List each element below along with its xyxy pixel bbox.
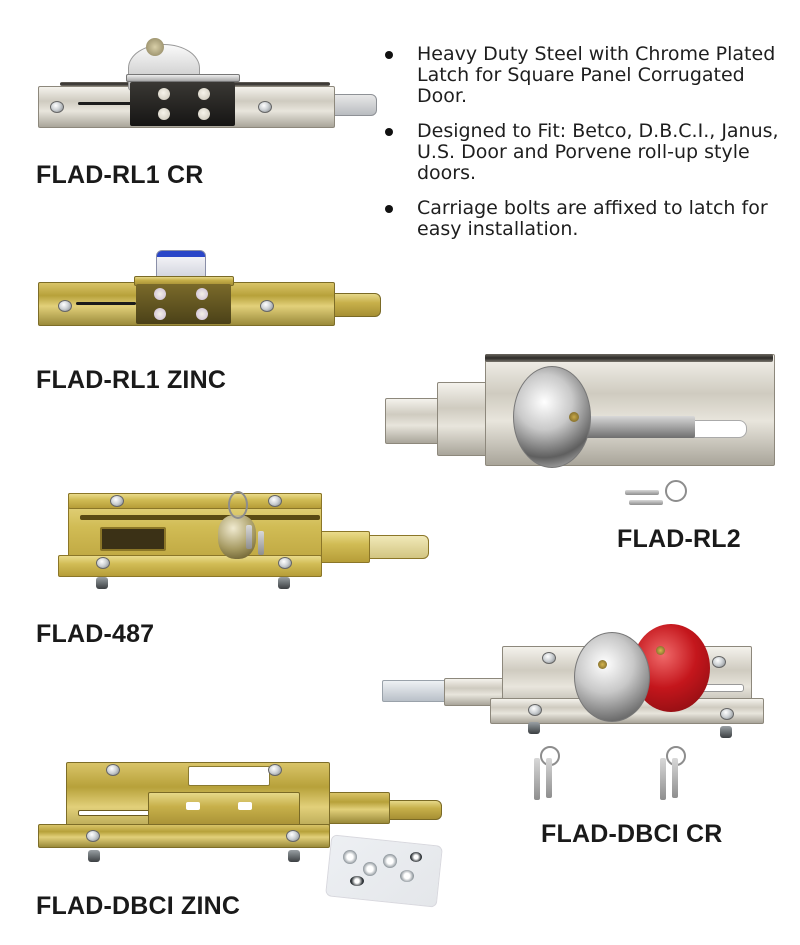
slide-slot	[76, 302, 136, 305]
screw-icon	[58, 300, 72, 312]
bullet-icon	[385, 205, 393, 213]
product-image-flad-rl1-zinc	[38, 250, 383, 330]
product-label: FLAD-RL2	[617, 525, 741, 553]
key-icon	[258, 531, 264, 555]
carriage-bolt	[96, 577, 108, 589]
cutout	[100, 527, 166, 551]
chrome-disc-padlock	[574, 632, 650, 722]
product-label: FLAD-RL1 ZINC	[36, 366, 227, 394]
screw-icon	[712, 656, 726, 668]
screw-icon	[528, 704, 542, 716]
screw-icon	[542, 652, 556, 664]
key-icon	[629, 500, 663, 505]
washer-icon	[363, 862, 377, 876]
screw-icon	[106, 764, 120, 776]
back-rail	[68, 493, 322, 509]
screw-icon	[286, 830, 300, 842]
screw-icon	[86, 830, 100, 842]
key-ring-icon	[665, 480, 687, 502]
screw-icon	[268, 495, 282, 507]
product-image-flad-rl1-cr	[38, 36, 383, 131]
screw-icon	[260, 300, 274, 312]
key-icon	[246, 525, 252, 549]
shackle-icon	[228, 491, 248, 519]
hasp-bracket	[130, 82, 235, 126]
product-label: FLAD-DBCI ZINC	[36, 892, 241, 920]
hasp-slot	[186, 802, 200, 810]
product-image-flad-dbci-cr	[382, 616, 772, 806]
slide-slot	[80, 515, 320, 520]
product-label: FLAD-RL1 CR	[36, 161, 204, 189]
product-label: FLAD-DBCI CR	[541, 820, 723, 848]
keyhole-icon	[598, 660, 607, 669]
keyhole-icon	[656, 646, 665, 655]
front-rail	[58, 555, 322, 577]
product-label: FLAD-487	[36, 620, 155, 648]
slide-slot	[78, 810, 150, 816]
feature-item: Carriage bolts are affixed to latch for …	[385, 198, 785, 240]
slide-slot	[78, 102, 138, 105]
carriage-bolt	[720, 726, 732, 738]
hasp-top	[126, 74, 240, 82]
product-image-flad-487	[40, 485, 430, 595]
cutout	[188, 766, 270, 786]
carriage-bolt	[288, 850, 300, 862]
key-icon	[672, 758, 678, 798]
washer-icon	[350, 876, 364, 886]
washer-icon	[400, 870, 414, 882]
carriage-bolt	[88, 850, 100, 862]
bolt-hole	[154, 288, 166, 300]
hasp-bar	[565, 416, 695, 438]
screw-icon	[720, 708, 734, 720]
bolt-hole	[198, 108, 210, 120]
screw-icon	[278, 557, 292, 569]
feature-item: Designed to Fit: Betco, D.B.C.I., Janus,…	[385, 121, 785, 184]
bolt-hole	[158, 88, 170, 100]
plate-edge	[485, 354, 773, 362]
latch-bar	[382, 680, 450, 702]
bolt-hole	[198, 88, 210, 100]
bolt-hole	[196, 288, 208, 300]
bolt-hole	[158, 108, 170, 120]
bullet-icon	[385, 128, 393, 136]
hasp-slot	[238, 802, 252, 810]
carriage-bolt	[278, 577, 290, 589]
product-image-flad-dbci-zinc	[38, 758, 448, 908]
feature-item: Heavy Duty Steel with Chrome Plated Latc…	[385, 44, 785, 107]
bolt-hole	[196, 308, 208, 320]
hasp-bracket	[136, 284, 231, 324]
disc-padlock	[513, 366, 591, 468]
washer-icon	[410, 852, 422, 862]
screw-icon	[258, 101, 272, 113]
bolt-hole	[154, 308, 166, 320]
hasp-bracket	[148, 792, 300, 828]
hardware-bag	[325, 834, 443, 908]
carriage-bolt	[528, 722, 540, 734]
screw-icon	[110, 495, 124, 507]
key-icon	[660, 758, 666, 800]
washer-icon	[343, 850, 357, 864]
feature-list: Heavy Duty Steel with Chrome Plated Latc…	[385, 44, 785, 254]
latch-bar	[365, 535, 429, 559]
keyhole-icon	[569, 412, 579, 422]
screw-icon	[268, 764, 282, 776]
key-icon	[625, 490, 659, 495]
washer-icon	[383, 854, 397, 868]
key-icon	[534, 758, 540, 800]
screw-icon	[50, 101, 64, 113]
product-image-flad-rl2	[385, 352, 775, 512]
screw-icon	[96, 557, 110, 569]
bullet-icon	[385, 51, 393, 59]
key-head	[146, 38, 164, 56]
key-icon	[546, 758, 552, 798]
